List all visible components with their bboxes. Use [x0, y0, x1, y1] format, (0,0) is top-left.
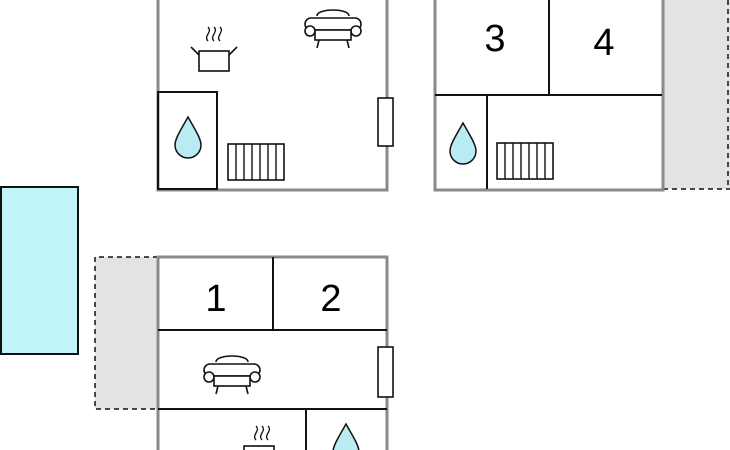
sofa-icon: [203, 355, 261, 395]
room-2-label: 2: [320, 278, 341, 320]
room-4-label: 4: [593, 22, 614, 64]
room-3-label: 3: [484, 18, 505, 60]
water-drop-icon: [332, 423, 360, 450]
terrace-top-right: [663, 0, 730, 189]
pot-icon: [243, 425, 275, 450]
radiator-icon: [496, 142, 554, 180]
pool: [0, 186, 79, 355]
room-1-label: 1: [205, 278, 226, 320]
water-drop-icon: [449, 122, 477, 165]
terrace-bottom-left: [95, 257, 158, 409]
bathroom-top-left: [157, 91, 218, 190]
unit-bottom: 1 2: [156, 255, 394, 450]
terrace-top-right-dashes: [663, 0, 730, 190]
unit-top-right: 3 4: [433, 0, 665, 192]
pot-icon: [190, 26, 238, 72]
water-drop-icon: [174, 116, 202, 159]
radiator-icon: [227, 143, 285, 181]
terrace-bottom-left-dashes: [94, 256, 158, 410]
sofa-icon: [304, 9, 362, 49]
unit-top-left: [156, 0, 394, 192]
door-icon: [377, 97, 394, 147]
door-icon: [377, 346, 394, 398]
